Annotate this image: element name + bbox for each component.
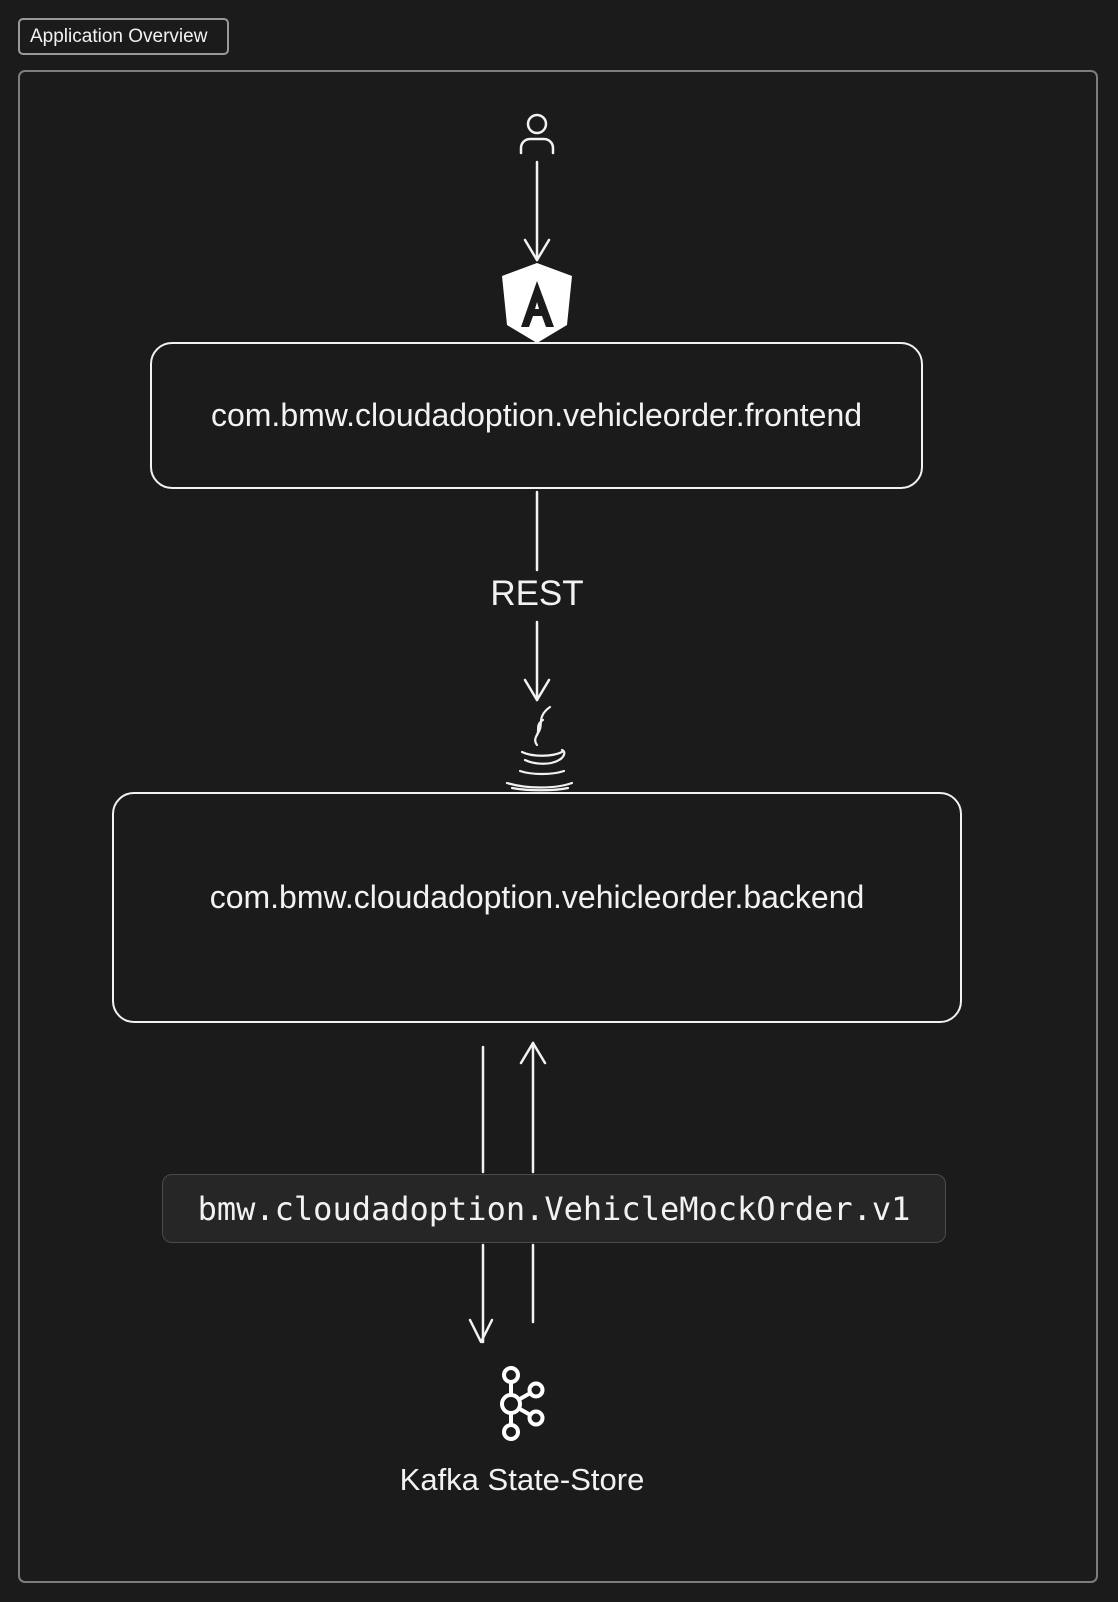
kafka-to-backend-arrow: [519, 1041, 547, 1324]
backend-to-kafka-arrow: [468, 1045, 494, 1344]
frontend-node-label: com.bmw.cloudadoption.vehicleorder.front…: [210, 397, 863, 433]
rest-edge-label: REST: [490, 574, 584, 613]
angular-icon: [502, 263, 572, 343]
kafka-topic: bmw.cloudadoption.VehicleMockOrder.v1: [162, 1174, 946, 1243]
kafka-icon: [500, 1366, 545, 1441]
backend-node-label: com.bmw.cloudadoption.vehicleorder.backe…: [209, 879, 865, 915]
diagram-title: Application Overview: [18, 18, 229, 55]
kafka-topic-label: bmw.cloudadoption.VehicleMockOrder.v1: [197, 1189, 911, 1228]
frontend-node: com.bmw.cloudadoption.vehicleorder.front…: [150, 342, 923, 489]
kafka-store-label: Kafka State-Store: [399, 1462, 645, 1497]
frontend-to-backend-arrow: [523, 490, 551, 702]
user-to-frontend-arrow: [523, 160, 551, 262]
java-icon: [505, 705, 574, 792]
diagram-frame: [18, 70, 1098, 1583]
user-icon: [519, 113, 555, 155]
backend-node: com.bmw.cloudadoption.vehicleorder.backe…: [112, 792, 962, 1023]
